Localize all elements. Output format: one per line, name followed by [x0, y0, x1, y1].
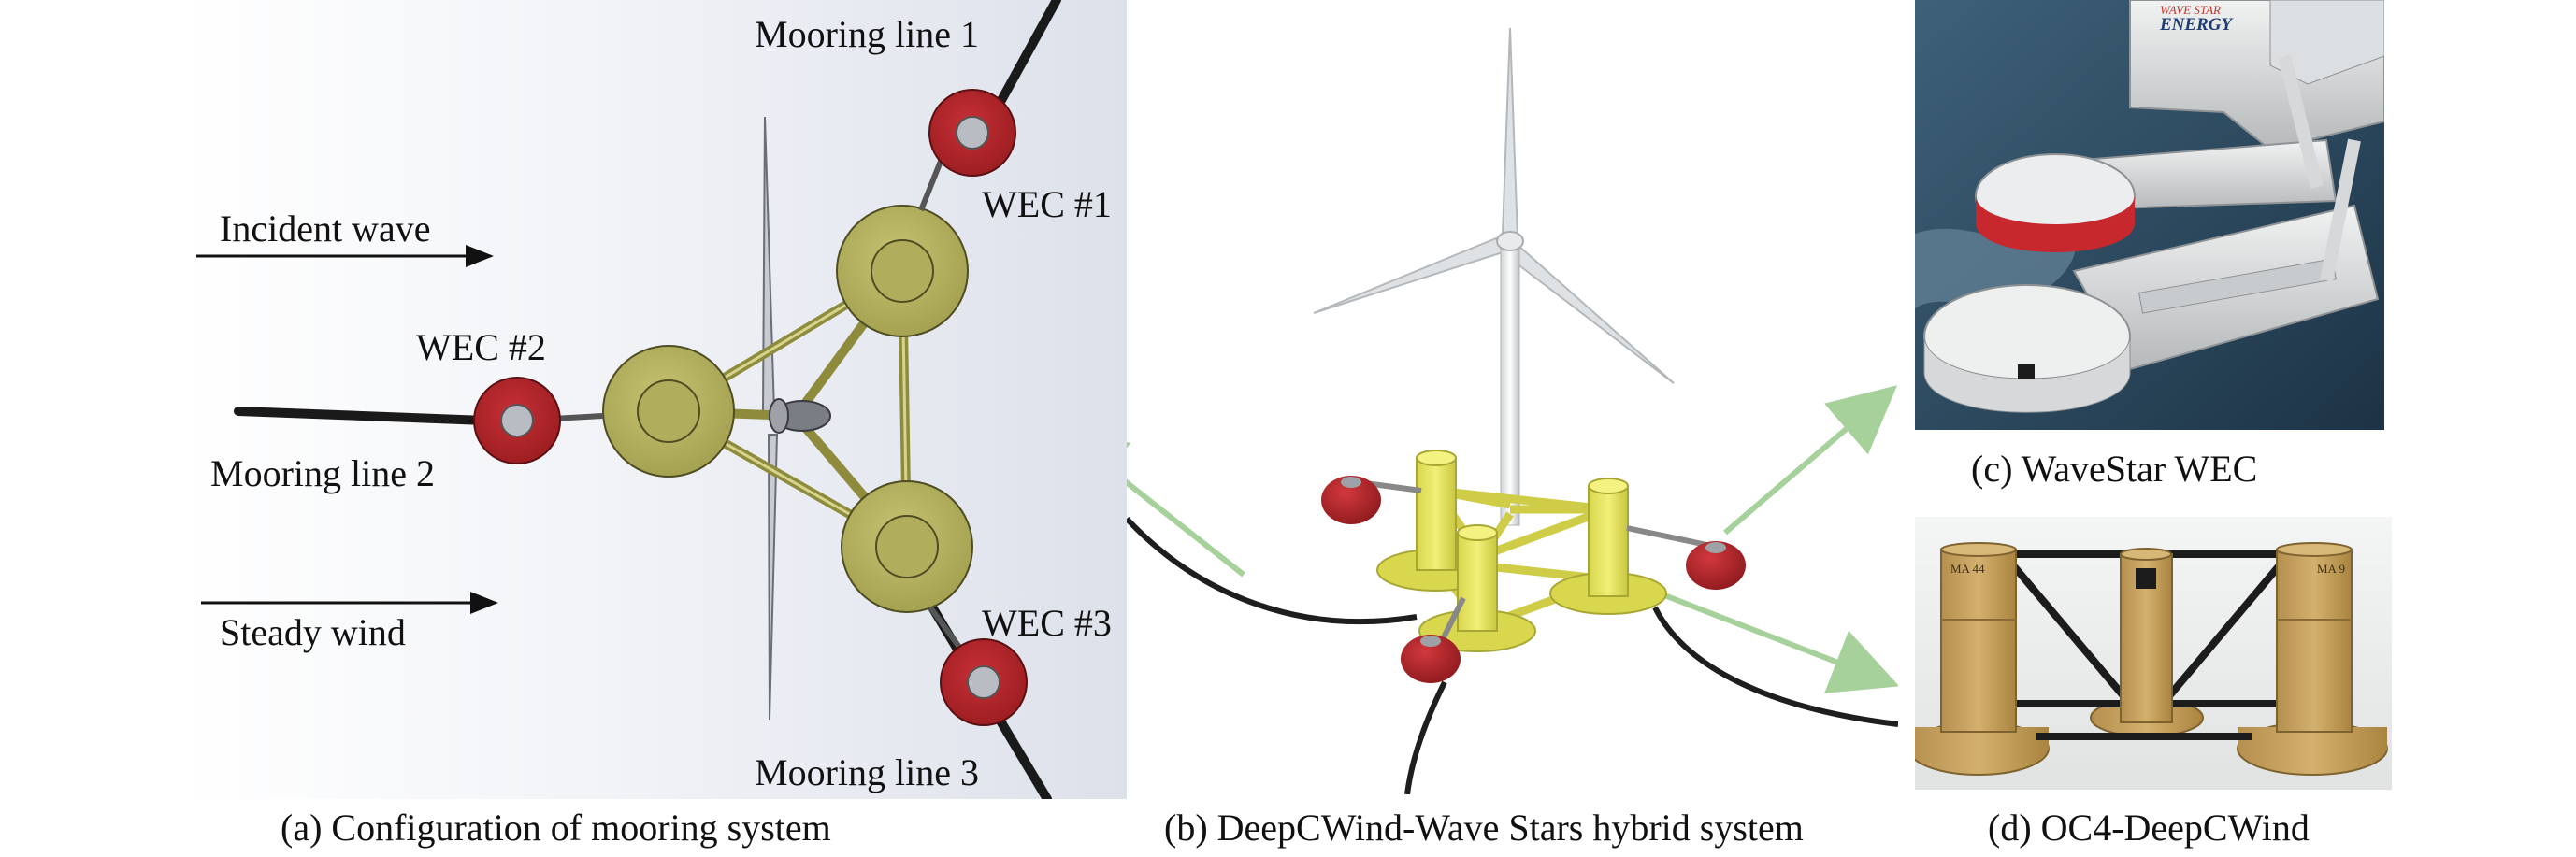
- wec-floats: [473, 89, 1028, 726]
- steady-wind-label: Steady wind: [220, 611, 406, 653]
- pointer-arrows: [1127, 385, 1898, 693]
- mooring-line-2-label: Mooring line 2: [210, 452, 435, 494]
- wec-1-label: WEC #1: [982, 183, 1112, 225]
- column-mark-left: MA 44: [1950, 562, 1985, 576]
- wavestar-wec-photo: WAVE STAR ENERGY: [1915, 0, 2384, 430]
- panel-c-caption: (c) WaveStar WEC: [1971, 448, 2258, 490]
- turbine-tower: [1500, 244, 1520, 526]
- hybrid-system-render: [1127, 27, 1898, 794]
- arrow-to-panel-d: [1658, 591, 1898, 693]
- nacelle-hub: [769, 398, 831, 434]
- platform-columns-3d: [1376, 450, 1667, 652]
- incident-wave-label: Incident wave: [220, 207, 430, 250]
- platform-columns: [602, 205, 973, 613]
- panel-a-caption: (a) Configuration of mooring system: [281, 807, 831, 849]
- turbine-rotor: [1313, 27, 1675, 384]
- wec-floats-3d: [1321, 476, 1746, 683]
- mooring-line-2: [234, 407, 491, 425]
- rotor-blades: [761, 116, 779, 721]
- mooring-line-1-label: Mooring line 1: [755, 13, 979, 55]
- mooring-configuration-diagram: Mooring line 1 WEC #1 Incident wave WEC …: [182, 0, 1127, 799]
- arrow-to-panel-a: [1127, 427, 1245, 578]
- wavestar-logo-line1: WAVE STAR: [2160, 3, 2221, 17]
- panel-b-caption: (b) DeepCWind-Wave Stars hybrid system: [1164, 807, 1804, 849]
- wavestar-logo-line2: ENERGY: [2159, 15, 2234, 35]
- mooring-cables: [1127, 516, 1898, 794]
- oc4-deepcwind-model-photo: MA 44 MA 9: [1915, 517, 2392, 790]
- model-columns: [1940, 542, 2353, 733]
- wec-2-label: WEC #2: [416, 326, 546, 368]
- column-mark-right: MA 9: [2317, 562, 2345, 576]
- support-legs: [2278, 54, 2361, 282]
- wec-3-label: WEC #3: [982, 602, 1112, 644]
- arrow-to-panel-c: [1723, 385, 1898, 536]
- panel-d-caption: (d) OC4-DeepCWind: [1988, 807, 2310, 849]
- mooring-line-3-label: Mooring line 3: [755, 751, 979, 793]
- turbine-nacelle: [1496, 231, 1524, 251]
